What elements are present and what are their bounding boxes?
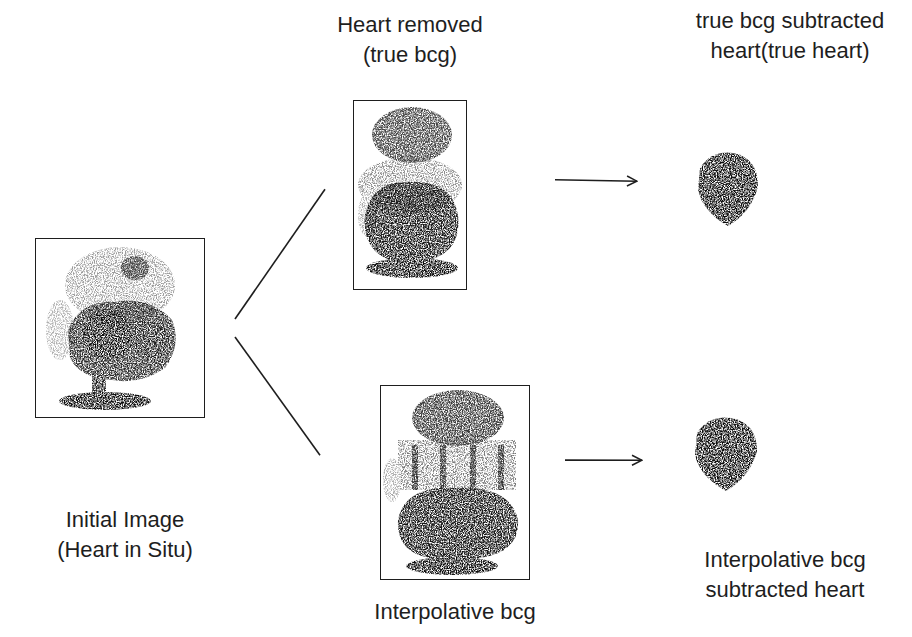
interpolative-background: Interpolative bcg <box>380 385 530 580</box>
true-heart: true bcg subtracted heart(true heart) <box>695 150 760 228</box>
flow-arrow <box>565 459 642 461</box>
image-caption: Heart removed (true bcg) <box>325 10 495 70</box>
image-frame <box>35 238 205 418</box>
initial-image: Initial Image (Heart in Situ) <box>35 238 205 418</box>
image-frame <box>380 385 530 580</box>
image-caption: Initial Image (Heart in Situ) <box>35 505 215 565</box>
image-area <box>695 150 760 228</box>
image-caption: true bcg subtracted heart(true heart) <box>674 6 906 66</box>
subtracted-heart: Interpolative bcg subtracted heart <box>692 415 760 493</box>
branch-line <box>235 337 320 455</box>
initial-scan <box>46 247 176 410</box>
branch-line <box>235 189 325 319</box>
image-caption: Interpolative bcg subtracted heart <box>683 545 888 605</box>
true-background: Heart removed (true bcg) <box>353 100 467 290</box>
true-background-scan <box>358 107 462 278</box>
image-caption: Interpolative bcg <box>335 597 575 627</box>
flow-arrow <box>555 180 637 181</box>
image-frame <box>353 100 467 290</box>
heart-images <box>695 153 758 491</box>
interpolative-background-scan <box>383 390 518 575</box>
image-area <box>692 415 760 493</box>
